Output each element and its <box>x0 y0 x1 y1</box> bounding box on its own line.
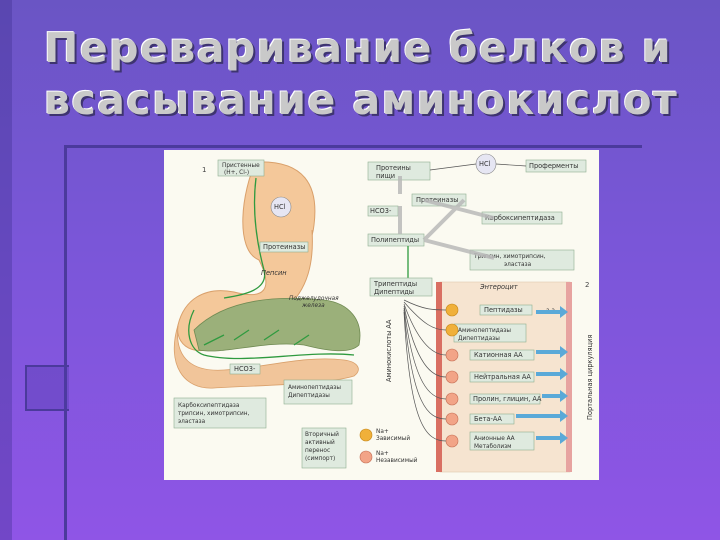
marker-1: 1 <box>202 166 206 174</box>
legend-na-icon <box>360 429 372 441</box>
transporter-2 <box>446 324 458 336</box>
decor-bar-horizontal <box>64 145 642 148</box>
marker-2: 2 <box>585 281 589 289</box>
digestion-diagram: 1 2 Пристенные (Н+, Cl-) HCl Протеиназы … <box>164 150 599 480</box>
transporter-6 <box>446 413 458 425</box>
enterocyte-label: Энтероцит <box>479 283 518 291</box>
legend-active-3: перенос <box>305 448 330 454</box>
legend-active-4: (симпорт) <box>305 456 335 462</box>
legend-active-1: Вторичный <box>305 431 339 438</box>
right-vertical-label: Портальная циркуляция <box>586 335 594 420</box>
dipeptides-label-2: Дипептиды <box>374 288 414 296</box>
aa-row-3-label: Пролин, глицин, АА <box>473 395 542 403</box>
dipeptides-label-1: Трипептиды <box>373 280 417 288</box>
pancreas-label-1: Поджелудочная <box>289 296 339 302</box>
trypsin-label-2: эластаза <box>504 262 532 268</box>
decor-square <box>25 365 69 411</box>
aminopep-box <box>284 380 352 404</box>
aa-row-5-label-1: Анионные АА <box>474 436 515 442</box>
aa-row-4-label: Бета-АА <box>474 415 502 423</box>
side-vertical-label: Аминокислоты АА <box>385 319 393 382</box>
diagram-svg: 1 2 Пристенные (Н+, Cl-) HCl Протеиназы … <box>164 150 599 480</box>
peptidases-label: Пептидазы <box>484 306 523 314</box>
legend-nonna-2: Независимый <box>376 457 418 464</box>
hco3-low-label: HCO3- <box>234 365 256 373</box>
legend-na-2: Зависимый <box>376 435 410 442</box>
transporter-4 <box>446 371 458 383</box>
hcl-label: HCl <box>274 203 286 211</box>
pancreas-label-2: железа <box>301 303 325 309</box>
enterocyte-pep-label-2: Дипептидазы <box>458 336 500 342</box>
brush-border <box>436 282 442 472</box>
aminopep-label-1: Аминопептидазы <box>288 385 341 391</box>
enterocyte-pep-label-1: Аминопептидазы <box>458 328 511 334</box>
basolateral-membrane <box>566 282 572 472</box>
hco3-mid-label: HCO3- <box>370 207 392 215</box>
aminopep-label-2: Дипептидазы <box>288 393 330 399</box>
proteinases-label: Протеиназы <box>263 243 305 251</box>
legend-na-1: Na+ <box>376 429 389 435</box>
legend-active-2: активный <box>305 439 335 446</box>
title-line-1: Переваривание белков и <box>44 22 704 74</box>
carboxypeptidase-label: Карбоксипептидаза <box>485 214 555 222</box>
proteins-food-label-1: Протеины <box>376 164 411 172</box>
proteins-food-label-2: пищи <box>376 172 395 180</box>
legend-nonna-1: Na+ <box>376 451 389 457</box>
stomach-cells-label-1: Пристенные <box>222 163 260 169</box>
proferments-label: Проферменты <box>529 162 578 170</box>
title-line-2: всасывание аминокислот <box>44 74 704 126</box>
carboxy-label-1: Карбоксипептидаза <box>178 403 240 409</box>
transporter-3 <box>446 349 458 361</box>
aa-row-2-label: Нейтральная АА <box>474 373 531 381</box>
pepsin-label: Пепсин <box>261 269 287 277</box>
aa-row-1-label: Катионная АА <box>474 351 523 359</box>
carboxy-label-2: трипсин, химотрипсин, <box>178 411 250 417</box>
polypeptides-label: Полипептиды <box>371 236 419 244</box>
transporter-5 <box>446 393 458 405</box>
transporter-7 <box>446 435 458 447</box>
legend-nonna-icon <box>360 451 372 463</box>
left-decor-strip <box>0 0 12 540</box>
decor-bar-vertical <box>64 145 67 540</box>
transporter-1 <box>446 304 458 316</box>
stomach-cells-label-2: (Н+, Cl-) <box>224 170 249 176</box>
carboxy-label-3: эластаза <box>178 419 206 425</box>
slide-title: Переваривание белков и всасывание аминок… <box>44 22 704 126</box>
aa-row-5-label-2: Метаболизм <box>474 444 512 450</box>
hcl-top-label: HCl <box>479 160 491 168</box>
